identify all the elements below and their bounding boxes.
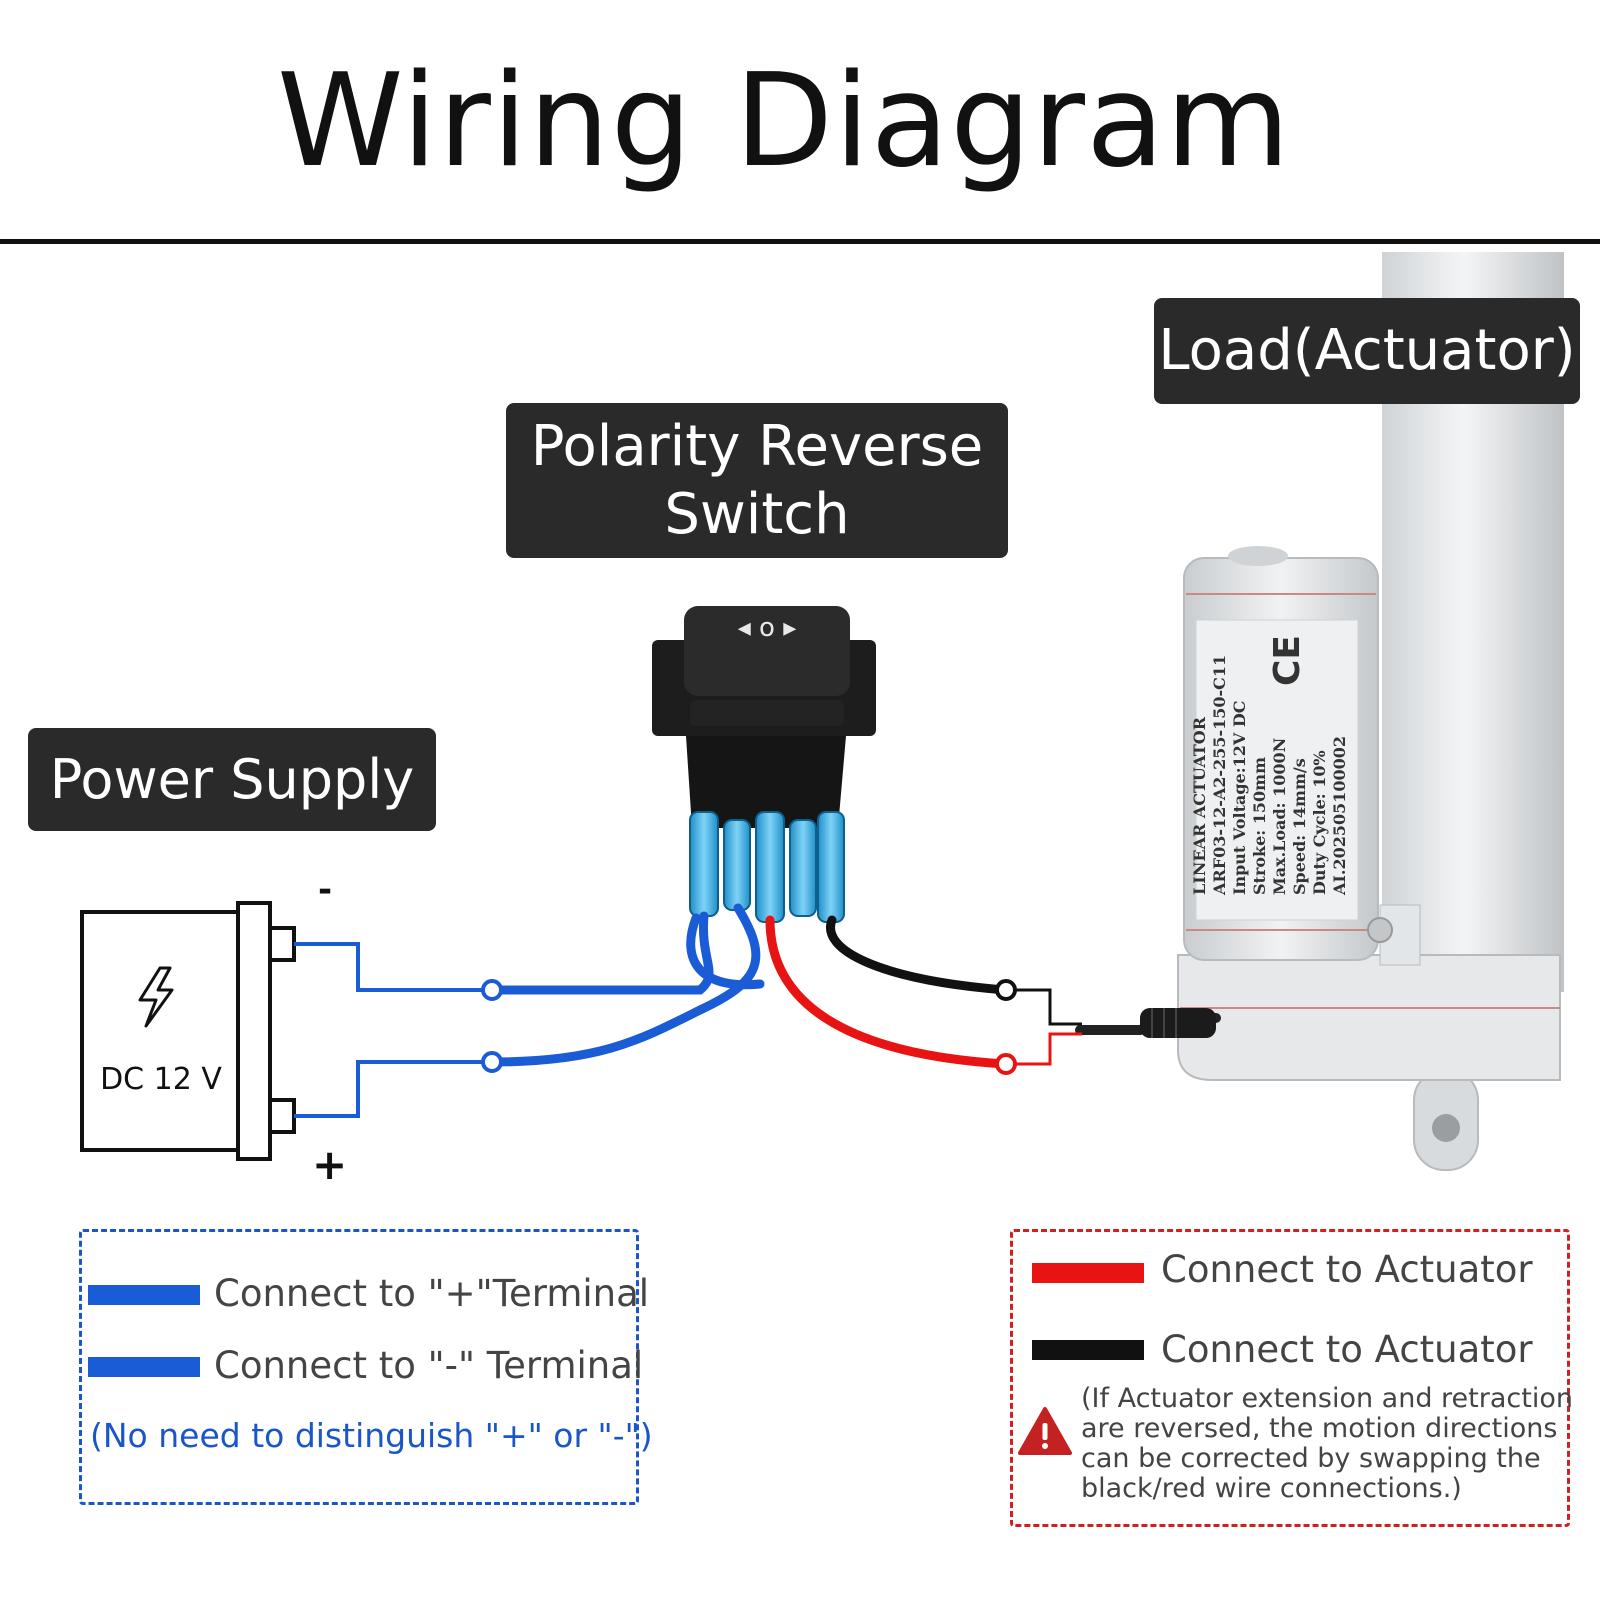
red-schematic-wire: [1015, 1032, 1082, 1066]
red-endpoint: [995, 1053, 1017, 1075]
plate-line: Duty Cycle: 10%: [1310, 750, 1329, 895]
black-schematic-wire: [1015, 988, 1082, 1026]
power-supply-box: [80, 901, 296, 1161]
blue-swatch-minus: [88, 1357, 200, 1377]
switch-terminal-4: [789, 819, 817, 917]
red-swatch: [1032, 1263, 1144, 1283]
cable-strain-relief: [1140, 1008, 1216, 1038]
blue-wire-minus: [487, 911, 714, 995]
actuator-plate-text: LINEAR ACTUATOR ARF03-12-A2-255-150-C11 …: [1190, 655, 1350, 895]
switch-terminal-1: [689, 811, 719, 917]
black-endpoint: [995, 979, 1017, 1001]
legend-blue-note: (No need to distinguish "+" or "-"): [90, 1416, 653, 1455]
black-wire: [826, 915, 1011, 995]
swap-wires-note: (If Actuator extension and retraction ar…: [1081, 1384, 1573, 1504]
black-swatch: [1032, 1340, 1144, 1360]
polarity-reverse-switch: ◂ o ▸: [652, 606, 876, 923]
psu-minus-terminal: [268, 926, 296, 962]
title-divider: [0, 239, 1600, 244]
psu-minus-wire: [294, 942, 492, 992]
psu-plus-wire: [294, 1060, 492, 1118]
clevis-hole: [1432, 1114, 1460, 1142]
note-line: can be corrected by swapping the: [1081, 1443, 1541, 1474]
plate-line: Max.Load: 1000N: [1270, 737, 1289, 895]
switch-tag-line2: Switch: [664, 482, 850, 547]
legend-minus-text: Connect to "-" Terminal: [214, 1344, 644, 1387]
switch-terminal-2: [723, 819, 751, 911]
plate-line: AI.202505100002: [1330, 735, 1349, 895]
warning-icon: [1018, 1407, 1072, 1455]
switch-tag-line1: Polarity Reverse: [530, 414, 984, 479]
ce-mark: CE: [1267, 634, 1309, 687]
page-title: Wiring Diagram: [276, 47, 1292, 196]
polarity-switch-tag: Polarity Reverse Switch: [506, 403, 1008, 558]
legend-plus-text: Connect to "+"Terminal: [214, 1272, 650, 1315]
note-line: are reversed, the motion directions: [1081, 1413, 1558, 1444]
power-supply-tag: Power Supply: [28, 728, 436, 831]
switch-terminal-5: [817, 811, 845, 923]
switch-rocker: [684, 606, 850, 696]
blue-wire-legend: [79, 1229, 639, 1505]
blue-wire-plus: [487, 903, 761, 1067]
minus-sign: -: [318, 870, 333, 910]
note-line: black/red wire connections.): [1081, 1473, 1462, 1504]
plus-sign: +: [312, 1140, 348, 1189]
switch-terminal-3: [755, 811, 785, 923]
blue-endpoint-2: [481, 1051, 503, 1073]
plate-line: Speed: 14mm/s: [1290, 758, 1309, 895]
load-actuator-tag: Load(Actuator): [1154, 298, 1580, 404]
plate-line: ARF03-12-A2-255-150-C11: [1210, 654, 1229, 895]
psu-voltage-label: DC 12 V: [100, 1062, 222, 1097]
plate-line: Input Voltage:12V DC: [1230, 700, 1249, 895]
legend-black-text: Connect to Actuator: [1161, 1328, 1533, 1371]
plate-line: Stroke: 150mm: [1250, 756, 1269, 895]
note-line: (If Actuator extension and retraction: [1081, 1383, 1573, 1414]
red-wire: [765, 915, 1011, 1069]
blue-endpoint-1: [481, 979, 503, 1001]
switch-housing: [686, 736, 846, 828]
actuator-wire-legend: [1010, 1229, 1570, 1527]
blue-swatch-plus: [88, 1285, 200, 1305]
plate-line: LINEAR ACTUATOR: [1190, 716, 1209, 895]
psu-plus-terminal: [268, 1098, 296, 1134]
actuator-gearbox: [1177, 954, 1561, 1081]
mount-screw: [1367, 917, 1393, 943]
legend-red-text: Connect to Actuator: [1161, 1248, 1533, 1291]
left-off-right-arrows-icon: ◂ o ▸: [738, 613, 797, 643]
lightning-bolt-icon: [138, 966, 174, 1028]
motor-cap: [1228, 546, 1288, 566]
motor-label-plate: [1195, 619, 1359, 921]
